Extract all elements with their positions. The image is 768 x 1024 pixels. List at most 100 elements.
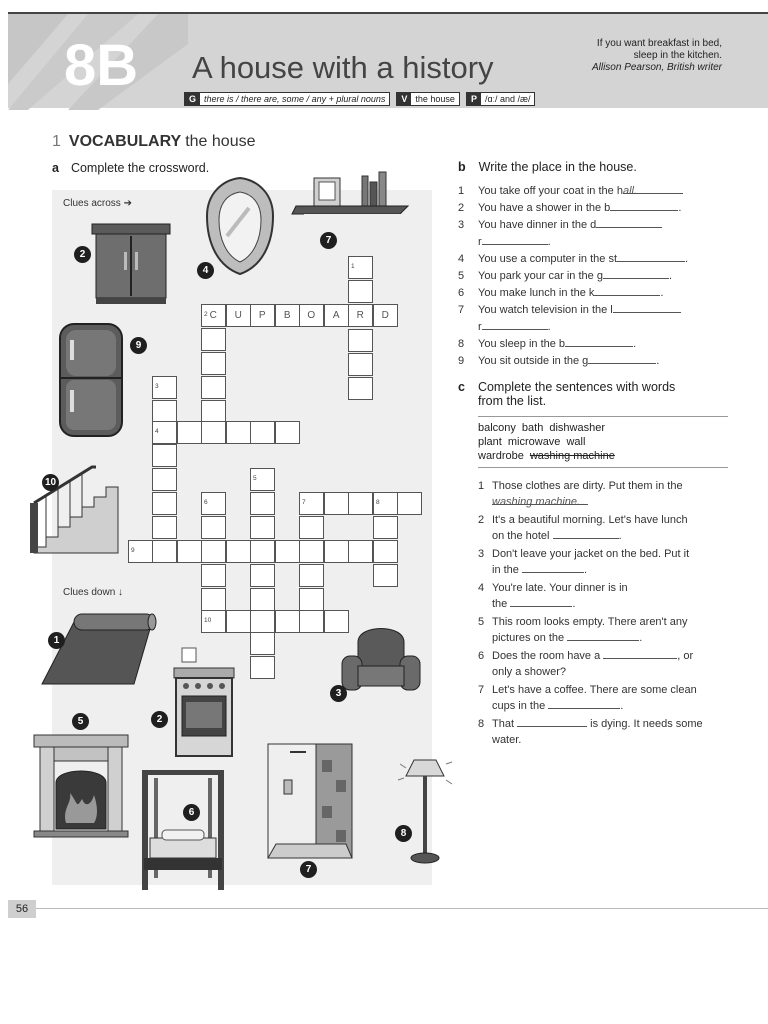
answer-field[interactable]: washing machine. [492,494,588,508]
answer-field[interactable] [567,630,640,641]
answer-field[interactable] [517,716,588,727]
crossword-cell[interactable] [250,516,275,539]
crossword-cell[interactable]: D [373,304,398,327]
crossword-cell[interactable]: 1 [348,256,373,279]
crossword-cell[interactable] [373,564,398,587]
answer-field[interactable] [602,268,669,279]
cell-letter: O [307,310,316,321]
answer-field[interactable] [565,336,634,347]
crossword-cell[interactable] [275,421,300,444]
answer-field[interactable] [481,234,548,245]
crossword-cell[interactable] [324,492,349,515]
crossword-cell[interactable] [250,421,275,444]
crossword-cell[interactable] [201,540,226,563]
crossword-cell[interactable] [348,353,373,376]
answer-field[interactable] [596,217,663,228]
answer-field[interactable]: all. [622,183,683,197]
item-number: 3 [458,219,465,231]
crossword-cell[interactable] [397,492,422,515]
crossword-cell[interactable] [177,421,202,444]
crossword-cell[interactable]: U [226,304,251,327]
crossword-cell[interactable] [250,564,275,587]
sentence-text-end: , or [677,650,694,662]
crossword-cell[interactable] [201,328,226,351]
crossword-cell[interactable] [152,444,177,467]
clue-number: 3 [155,383,159,390]
item-end: . [678,202,682,214]
crossword-cell[interactable] [152,540,177,563]
crossword-cell[interactable] [348,329,373,352]
crossword-cell[interactable] [250,588,275,611]
item-text: You have a shower in the b [478,202,611,214]
crossword-cell[interactable] [201,421,226,444]
crossword-cell[interactable] [177,540,202,563]
sentence-text: Does the room have a [492,650,601,662]
lamp-illustration [397,759,453,864]
answer-field[interactable] [552,528,619,539]
crossword-cell[interactable]: 6 [201,492,226,515]
crossword-cell[interactable] [226,421,251,444]
crossword-cell[interactable] [299,588,324,611]
answer-field[interactable] [588,353,657,364]
answer-field[interactable] [548,698,621,709]
crossword-cell[interactable] [324,610,349,633]
crossword-cell[interactable]: A [324,304,349,327]
crossword-cell[interactable]: 3 [152,376,177,399]
answer-field[interactable] [510,596,573,607]
crossword-cell[interactable] [250,656,275,679]
crossword-cell[interactable] [201,588,226,611]
crossword-cell[interactable] [348,540,373,563]
answer-field[interactable] [610,200,679,211]
crossword-cell[interactable] [152,492,177,515]
crossword-cell[interactable] [348,280,373,303]
crossword-cell[interactable]: 7 [299,492,324,515]
crossword-cell[interactable]: 4 [152,421,177,444]
answer-field[interactable] [603,648,678,659]
crossword-cell[interactable] [250,610,275,633]
fireplace-illustration [33,734,129,838]
crossword-cell[interactable]: 9 [128,540,153,563]
crossword-cell[interactable] [250,540,275,563]
crossword-cell[interactable] [226,610,251,633]
page-number: 56 [8,900,36,918]
header-rays-decoration [8,14,188,110]
crossword-cell[interactable] [152,400,177,423]
crossword-cell[interactable] [275,610,300,633]
crossword-cell[interactable] [201,376,226,399]
crossword-cell[interactable] [201,516,226,539]
crossword-cell[interactable]: 8 [373,492,398,515]
answer-field[interactable] [612,302,681,313]
crossword-cell[interactable] [275,540,300,563]
crossword-cell[interactable] [299,610,324,633]
crossword-cell[interactable] [201,400,226,423]
mirror-illustration [205,176,275,276]
crossword-cell[interactable]: 10 [201,610,226,633]
answer-field[interactable] [521,562,584,573]
answer-field[interactable] [594,285,661,296]
shelf-illustration [291,171,410,236]
crossword-cell[interactable] [226,540,251,563]
crossword-cell[interactable] [250,632,275,655]
crossword-cell[interactable] [250,492,275,515]
crossword-cell[interactable] [348,492,373,515]
crossword-cell[interactable] [324,540,349,563]
crossword-cell[interactable] [152,516,177,539]
crossword-cell[interactable]: R [348,304,373,327]
answer-field[interactable] [617,251,686,262]
crossword-cell[interactable] [201,352,226,375]
crossword-cell[interactable] [299,516,324,539]
crossword-cell[interactable] [373,540,398,563]
crossword-cell[interactable]: P [250,304,275,327]
crossword-cell[interactable] [299,564,324,587]
crossword-cell[interactable] [201,564,226,587]
crossword-cell[interactable] [152,468,177,491]
crossword-cell[interactable]: B [275,304,300,327]
crossword-cell[interactable] [299,540,324,563]
sentence-text-line2: on the hotel [492,530,550,542]
crossword-cell[interactable]: 5 [250,468,275,491]
crossword-cell[interactable] [373,516,398,539]
crossword-cell[interactable]: O [299,304,324,327]
answer-field[interactable] [481,319,548,330]
crossword-cell[interactable] [348,377,373,400]
